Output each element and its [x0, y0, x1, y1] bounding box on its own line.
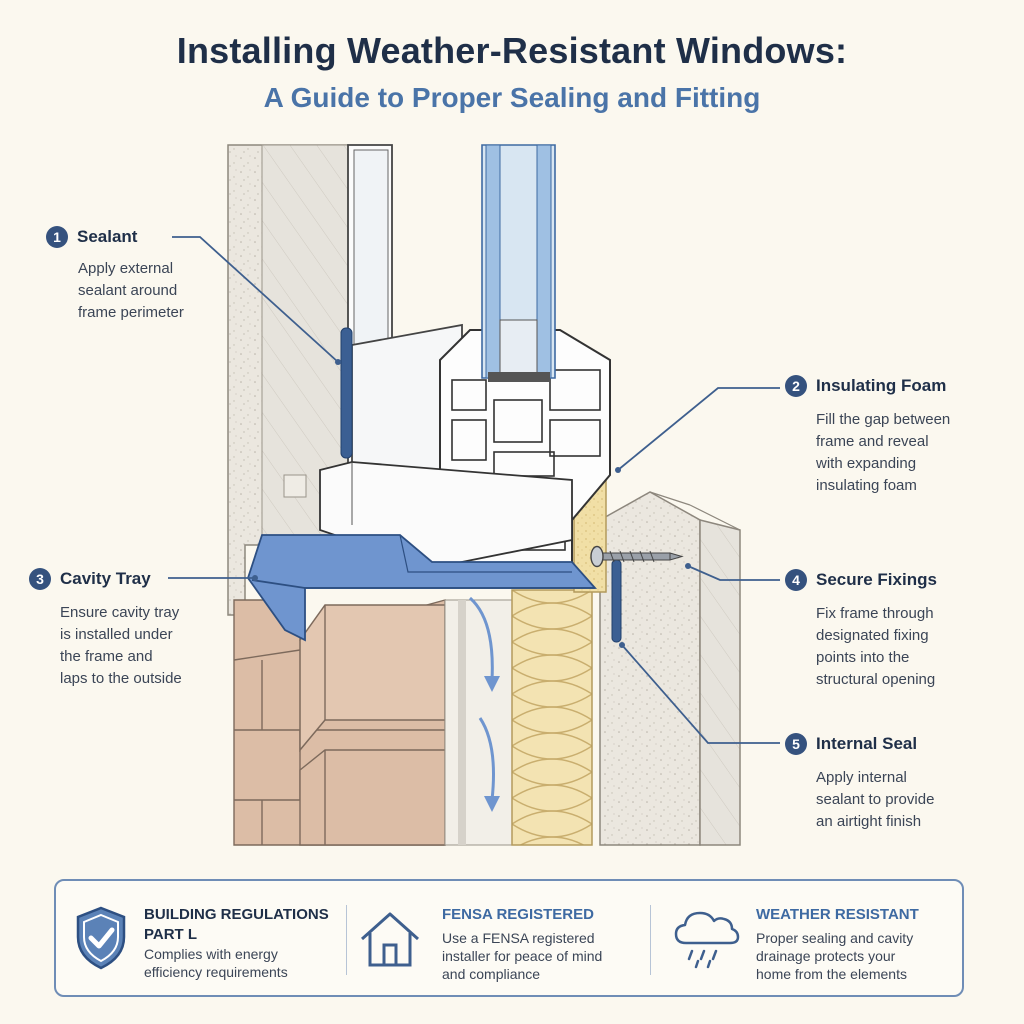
callout-line: an airtight finish: [816, 813, 922, 830]
shield-check-icon: [76, 906, 126, 970]
callout-line: the frame and: [60, 648, 153, 665]
callout-description: Ensure cavity tray is installed under th…: [60, 602, 229, 690]
callout-title: Secure Fixings: [816, 570, 937, 589]
callout-line: Apply external: [78, 260, 174, 277]
footer-item-weather-resistant: WEATHER RESISTANT Proper sealing and cav…: [652, 881, 962, 999]
callout-internal-seal: 5 Internal Seal Apply internal sealant t…: [785, 733, 985, 833]
footer-title: WEATHER RESISTANT: [756, 906, 919, 923]
callout-line: sealant around: [78, 282, 178, 299]
callout-title: Cavity Tray: [60, 569, 151, 588]
rain-cloud-icon: [674, 911, 740, 969]
external-sealant-bead: [340, 327, 353, 459]
leader-lines: [168, 236, 780, 744]
page-title: Installing Weather-Resistant Windows:: [176, 30, 848, 71]
footer-title: BUILDING REGULATIONS: [144, 906, 329, 923]
callout-description: Fill the gap between frame and reveal wi…: [816, 409, 985, 497]
callout-description: Apply external sealant around frame peri…: [78, 258, 246, 324]
callout-line: points into the: [816, 649, 910, 666]
callout-description: Apply internal sealant to provide an air…: [816, 767, 985, 833]
footer-description: and compliance: [442, 966, 541, 982]
callout-number-badge: 5: [785, 733, 807, 755]
internal-seal-bead: [611, 559, 622, 643]
footer-item-building-regulations: BUILDING REGULATIONS PART L Complies wit…: [56, 881, 346, 999]
callout-line: frame and reveal: [816, 433, 929, 450]
callout-line: frame perimeter: [78, 304, 184, 321]
info-footer: BUILDING REGULATIONS PART L Complies wit…: [54, 879, 964, 997]
footer-divider: [346, 905, 347, 975]
callout-sealant: 1 Sealant Apply external sealant around …: [46, 226, 246, 324]
footer-description: Use a FENSA registered: [442, 930, 595, 946]
callout-title: Sealant: [77, 227, 138, 246]
callout-title: Internal Seal: [816, 734, 918, 753]
callout-secure-fixings: 4 Secure Fixings Fix frame through desig…: [785, 569, 985, 691]
callout-line: structural opening: [816, 671, 936, 688]
callout-line: insulating foam: [816, 477, 917, 494]
cavity: [444, 599, 513, 846]
fixing-screw: [590, 545, 684, 568]
callout-number-badge: 4: [785, 569, 807, 591]
footer-title: FENSA REGISTERED: [442, 906, 594, 923]
callout-insulating-foam: 2 Insulating Foam Fill the gap between f…: [785, 375, 985, 497]
callout-line: Fix frame through: [816, 605, 934, 622]
footer-description: home from the elements: [756, 966, 907, 982]
callout-number-badge: 1: [46, 226, 68, 248]
footer-description: efficiency requirements: [144, 964, 288, 980]
house-icon: [361, 912, 419, 967]
inner-blockwork: [599, 491, 701, 846]
page-subtitle: A Guide to Proper Sealing and Fitting: [263, 82, 761, 113]
footer-title: PART L: [144, 926, 198, 943]
drainage-arrows: [468, 596, 495, 801]
footer-description: Proper sealing and cavity: [756, 930, 914, 946]
footer-description: drainage protects your: [756, 948, 896, 964]
callout-line: is installed under: [60, 626, 173, 643]
callout-line: Ensure cavity tray: [60, 604, 180, 621]
cavity-insulation: [511, 589, 593, 846]
callout-number-badge: 3: [29, 568, 51, 590]
callout-line: laps to the outside: [60, 670, 182, 687]
callout-line: Apply internal: [816, 769, 907, 786]
footer-description: installer for peace of mind: [442, 948, 603, 964]
callout-line: designated fixing: [816, 627, 929, 644]
callout-line: Fill the gap between: [816, 411, 951, 428]
callout-line: sealant to provide: [816, 791, 935, 808]
footer-divider: [650, 905, 651, 975]
footer-description: Complies with energy: [144, 946, 278, 962]
footer-item-fensa: FENSA REGISTERED Use a FENSA registered …: [348, 881, 648, 999]
callout-line: with expanding: [816, 455, 917, 472]
callout-number-badge: 2: [785, 375, 807, 397]
callout-description: Fix frame through designated fixing poin…: [816, 603, 985, 691]
callout-title: Insulating Foam: [816, 376, 947, 395]
callout-cavity-tray: 3 Cavity Tray Ensure cavity tray is inst…: [29, 568, 229, 690]
